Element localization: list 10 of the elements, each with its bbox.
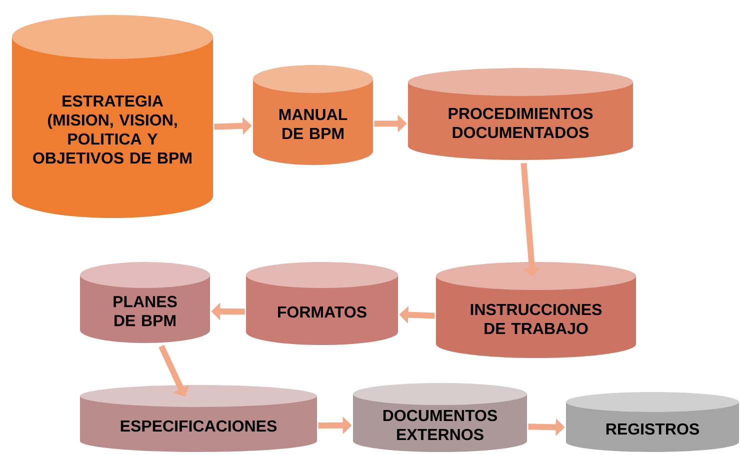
cylinder: INSTRUCCIONES DE TRABAJO — [436, 262, 636, 358]
cylinder: ESPECIFICACIONES — [80, 385, 317, 452]
block-arrow — [158, 344, 190, 397]
cylinder: PROCEDIMIENTOS DOCUMENTADOS — [408, 68, 633, 160]
cylinder: REGISTROS — [566, 392, 739, 452]
cylinder: ESTRATEGIA (MISION, VISION, POLITICA Y OBJETIVOS DE BPM — [12, 15, 213, 218]
cylinder: MANUAL DE BPM — [253, 65, 373, 165]
cylinder: DOCUMENTOS EXTERNOS — [353, 383, 527, 452]
cylinder: PLANES DE BPM — [80, 262, 210, 343]
cylinder: FORMATOS — [246, 262, 398, 345]
